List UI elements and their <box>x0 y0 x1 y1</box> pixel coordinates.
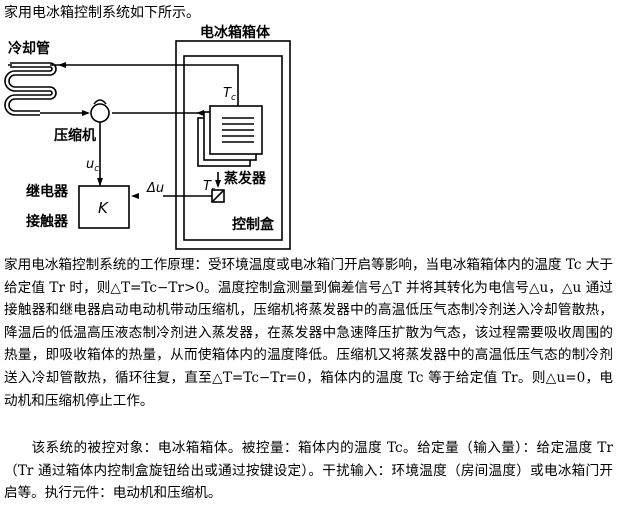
label-control-box: 控制盒 <box>232 216 275 233</box>
label-relay: 继电器 <box>26 183 69 200</box>
label-contactor: 接触器 <box>26 213 69 230</box>
label-cooling-pipe: 冷却管 <box>8 40 50 57</box>
svg-text:Tc: Tc <box>223 86 236 103</box>
svg-text:uc: uc <box>86 157 99 174</box>
label-tr: T <box>203 179 212 194</box>
label-delta-u: Δu <box>146 181 164 196</box>
svg-text:Tr: Tr <box>203 179 216 196</box>
label-uc: u <box>86 157 94 172</box>
label-tc-sub: c <box>231 93 236 103</box>
label-evaporator: 蒸发器 <box>224 170 267 187</box>
k-block <box>78 185 130 229</box>
compressor-icon <box>90 103 110 123</box>
paragraph-system-definitions: 该系统的被控对象：电冰箱箱体。被控量：箱体内的温度 Tc。给定量（输入量）：给定… <box>4 437 613 505</box>
paragraph-working-principle: 家用电冰箱控制系统的工作原理：受环境温度或电冰箱门开启等影响，当电冰箱箱体内的温… <box>4 257 613 409</box>
cooling-pipe-icon <box>8 62 57 112</box>
label-k: K <box>98 199 109 217</box>
intro-line: 家用电冰箱控制系统如下所示。 <box>4 5 200 21</box>
label-fridge-body: 电冰箱箱体 <box>200 24 271 41</box>
paragraph-system-definitions-text: 该系统的被控对象：电冰箱箱体。被控量：箱体内的温度 Tc。给定量（输入量）：给定… <box>4 440 613 502</box>
label-tr-sub: r <box>211 186 216 196</box>
label-uc-sub: c <box>94 164 99 174</box>
fridge-inner-wall <box>183 55 283 241</box>
fridge-control-diagram: 冷却管 电冰箱箱体 压缩机 蒸发器 继电器 接触器 控制盒 K Δu Tc Tr… <box>4 24 291 250</box>
label-compressor: 压缩机 <box>54 127 96 144</box>
label-tc: T <box>223 86 232 101</box>
fridge-outer-wall <box>175 40 291 250</box>
evaporator-icon <box>197 105 263 167</box>
